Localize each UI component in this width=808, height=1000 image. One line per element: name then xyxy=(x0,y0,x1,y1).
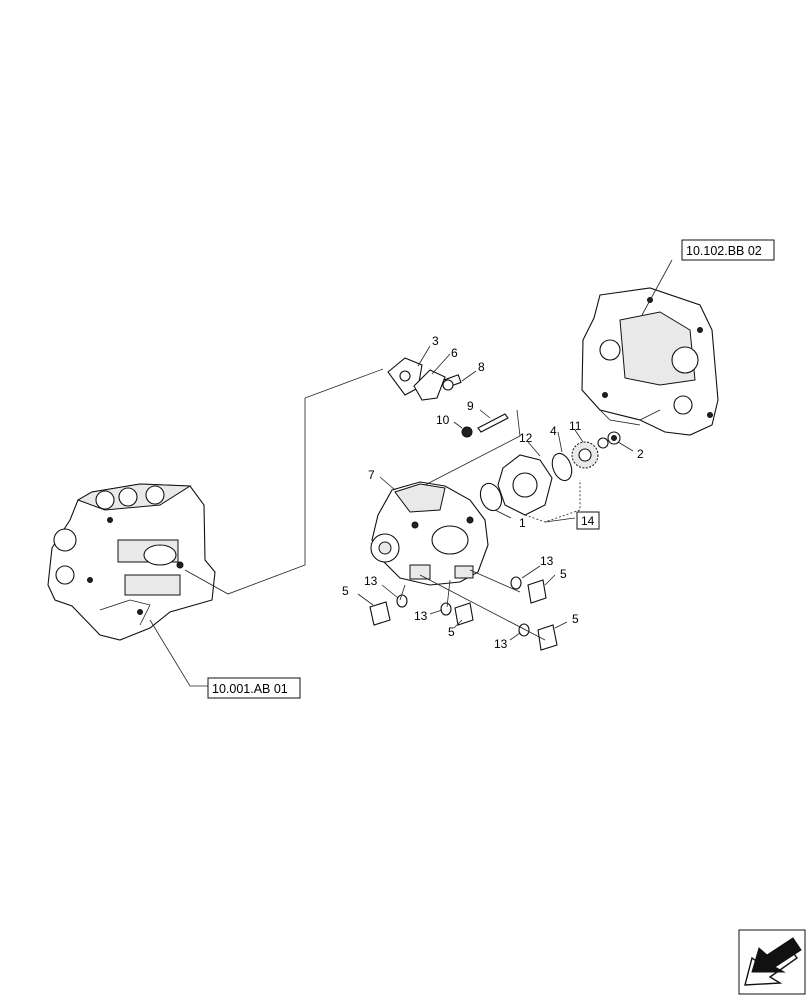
washer-2a xyxy=(597,437,609,449)
callout-9: 9 xyxy=(467,399,474,413)
reference-top-right-label: 10.102.BB 02 xyxy=(686,244,762,258)
reference-bottom-left[interactable]: 10.001.AB 01 xyxy=(207,677,301,699)
stud-9 xyxy=(477,413,509,433)
callout-5c: 5 xyxy=(448,625,455,639)
nut-10 xyxy=(461,426,473,438)
timing-housing xyxy=(581,287,719,436)
fittings xyxy=(369,576,558,651)
injection-pump xyxy=(370,481,489,586)
callout-3: 3 xyxy=(432,334,439,348)
callout-7: 7 xyxy=(368,468,375,482)
callout-5a: 5 xyxy=(560,567,567,581)
plate-6 xyxy=(413,369,446,401)
callout-numbers: 3 6 8 9 10 11 4 12 2 7 1 13 5 5 13 13 5 … xyxy=(342,334,644,651)
callout-5b: 5 xyxy=(342,584,349,598)
o-ring-4 xyxy=(551,452,573,482)
callout-13b: 13 xyxy=(364,574,378,588)
engine-block xyxy=(47,483,216,641)
callout-11: 11 xyxy=(569,419,582,433)
callout-13a: 13 xyxy=(540,554,554,568)
callout-13d: 13 xyxy=(494,637,508,651)
callout-2: 2 xyxy=(637,447,644,461)
callout-1: 1 xyxy=(519,516,526,530)
arrow-back-icon[interactable] xyxy=(738,929,806,995)
callout-8: 8 xyxy=(478,360,485,374)
reference-top-right[interactable]: 10.102.BB 02 xyxy=(681,239,775,261)
group-box-label: 14 xyxy=(581,514,595,528)
gear-11 xyxy=(571,441,599,469)
leader-lines xyxy=(149,259,673,687)
reference-bottom-left-label: 10.001.AB 01 xyxy=(212,682,288,696)
callout-10: 10 xyxy=(436,413,450,427)
bolt-8 xyxy=(442,374,462,391)
callout-13c: 13 xyxy=(414,609,428,623)
callout-12: 12 xyxy=(519,431,533,445)
callout-4: 4 xyxy=(550,424,557,438)
callout-6: 6 xyxy=(451,346,458,360)
callout-5d: 5 xyxy=(572,612,579,626)
group-box-14: 14 xyxy=(576,511,600,530)
